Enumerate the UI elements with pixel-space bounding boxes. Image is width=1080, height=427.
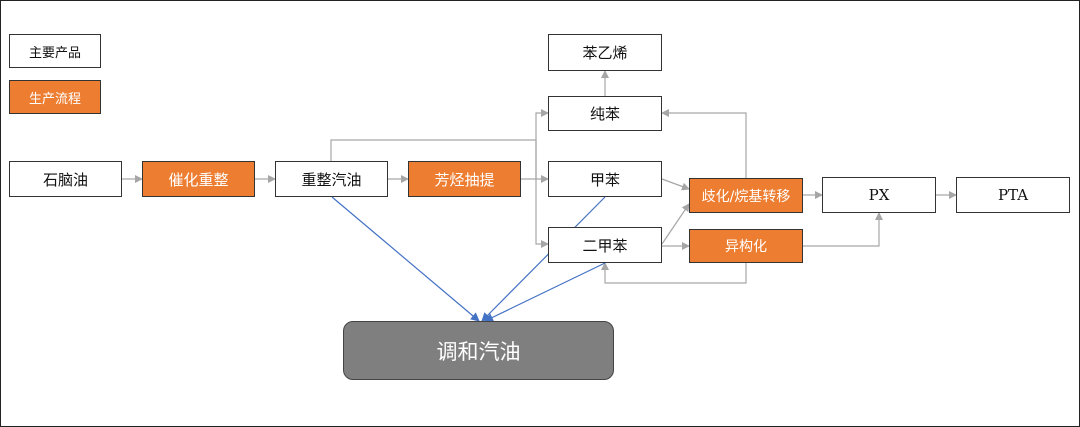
node-naphtha: 石脑油 [9,161,122,197]
node-catalytic-reforming: 催化重整 [142,161,255,197]
node-styrene: 苯乙烯 [548,34,662,71]
node-benzene: 纯苯 [548,96,662,131]
edge-xylene-to-disproportionation [661,203,690,245]
edge-isomerization-recycle-to-xylene [601,262,747,284]
node-blended-gasoline: 调和汽油 [343,321,614,380]
edge-toluene-to-blend [481,196,606,322]
node-reformate: 重整汽油 [275,161,388,197]
node-pta: PTA [956,177,1070,213]
edge-toluene-to-disproportionation [661,178,690,191]
edge-isomerization-to-px [803,212,883,247]
legend-process-key: 生产流程 [9,80,101,114]
edge-xylene-to-blend [484,262,606,322]
node-toluene: 甲苯 [548,161,662,197]
edge-splitter-to-xylene [535,179,549,248]
node-aromatics-extraction: 芳烃抽提 [408,161,521,197]
node-px: PX [822,177,936,213]
node-disproportionation-transalkylation: 歧化/烷基转移 [689,178,803,213]
node-xylene: 二甲苯 [548,227,662,263]
edge-disproportionation-to-benzene [661,109,747,178]
edge-splitter-to-benzene [535,109,549,179]
legend-product-key: 主要产品 [9,34,101,68]
edge-reformate-to-blend [331,196,480,322]
node-isomerization: 异构化 [689,229,803,263]
